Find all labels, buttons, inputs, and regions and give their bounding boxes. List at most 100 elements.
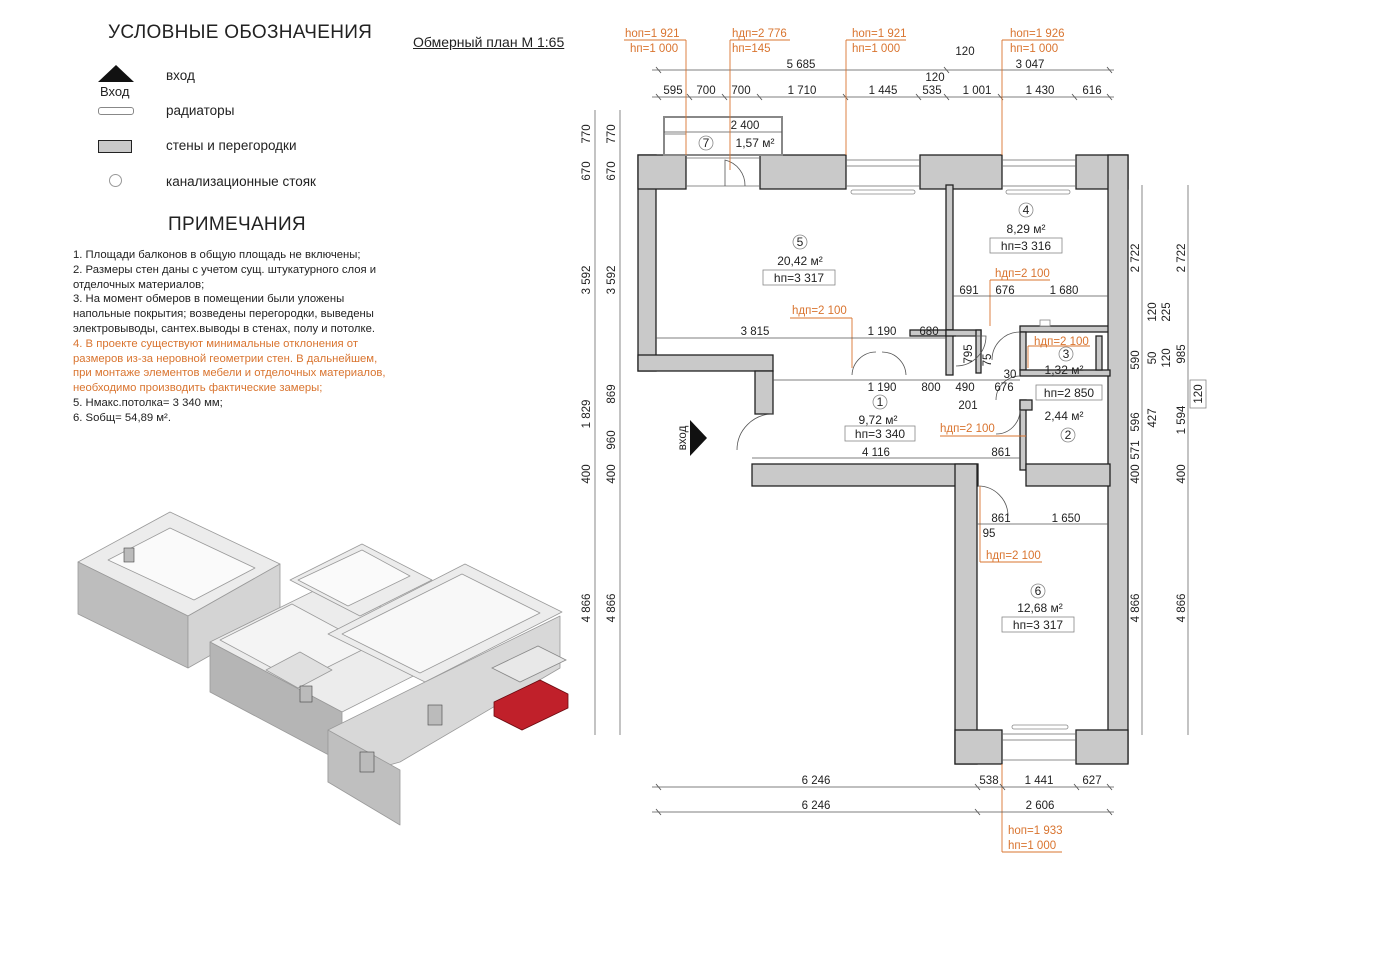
dim-r-50: 50: [1147, 352, 1159, 365]
callout-1-b: hп=1 000: [630, 43, 678, 55]
radiators: [850, 189, 1071, 730]
legend-label-entry: вход: [166, 68, 195, 83]
room-labels: 5 20,42 м² hп=3 317 4 8,29 м² hп=3 316 1…: [698, 135, 1103, 633]
callout-3-b: hп=1 000: [852, 43, 900, 55]
dim-l-3592a: 3 592: [581, 266, 593, 295]
dim-i-4116: 4 116: [862, 447, 890, 459]
room-1-area: 9,72 м²: [859, 413, 898, 427]
dim-r-120b: 120: [1161, 348, 1173, 367]
bottom-dimensions: 6 246 538 1 441 627 6 246 2 606: [652, 775, 1114, 816]
notes-list: 1. Площади балконов в общую площадь не в…: [73, 248, 398, 426]
dim-r-225: 225: [1161, 302, 1173, 321]
dim-r-120a: 120: [1147, 302, 1159, 321]
door-h-bath: hдп=2 100: [940, 423, 995, 435]
wall-legend-icon: [98, 140, 132, 153]
room-1-number: 1: [877, 395, 884, 409]
dim-top2-4: 1 445: [869, 85, 898, 97]
dim-l-960: 960: [606, 430, 618, 449]
dim-top2-0: 595: [663, 85, 682, 97]
riser-icon: [1039, 319, 1051, 327]
dim-top-extra: 120: [955, 46, 974, 58]
dim-l-4866a: 4 866: [581, 594, 593, 623]
dim-i-676a: 676: [995, 285, 1014, 297]
legend-label-riser: канализационные стояк: [166, 174, 316, 189]
room-4-area: 8,29 м²: [1007, 222, 1046, 236]
room-5-number: 5: [797, 235, 804, 249]
dim-i-795: 795: [963, 344, 975, 363]
note-3: 3. На момент обмеров в помещении были ул…: [73, 293, 375, 335]
dim-top2-2: 700: [731, 85, 750, 97]
balcony-3d: [491, 645, 569, 731]
callout-2-b: hп=145: [732, 43, 771, 55]
dim-top2-5: 535: [922, 85, 941, 97]
legend-label-radiator: радиаторы: [166, 103, 235, 118]
notes-title: ПРИМЕЧАНИЯ: [168, 214, 306, 235]
callout-2-a: hдп=2 776: [732, 28, 787, 40]
dim-i-691: 691: [959, 285, 978, 297]
entry-legend-icon: [98, 65, 134, 82]
room-1-height: hп=3 340: [855, 427, 906, 441]
dim-i-1190b: 1 190: [868, 382, 897, 394]
doors: [724, 159, 1021, 517]
dim-top2-6: 1 001: [963, 85, 992, 97]
door-h-bedroom: hдп=2 100: [995, 268, 1050, 280]
dim-r-120c: 120: [1193, 384, 1205, 403]
dim-l-400b: 400: [606, 464, 618, 483]
callout-4-b: hп=1 000: [1010, 43, 1058, 55]
dim-i-1650: 1 650: [1052, 513, 1081, 525]
dim-b1-3: 627: [1082, 775, 1101, 787]
room-6-height: hп=3 317: [1013, 618, 1064, 632]
room-6-area: 12,68 м²: [1017, 601, 1063, 615]
room-4-number: 4: [1023, 203, 1030, 217]
dim-r-2722a: 2 722: [1130, 244, 1142, 273]
top-dimensions: 5 685 120 3 047 120 595 700 700 1 710 1 …: [652, 46, 1114, 133]
dim-l-1829: 1 829: [581, 400, 593, 429]
plan-title: Обмерный план М 1:65: [413, 34, 565, 50]
room-5-height: hп=3 317: [774, 271, 825, 285]
dim-b2-1: 2 606: [1026, 800, 1055, 812]
dim-l-869: 869: [606, 384, 618, 403]
room-2-number: 2: [1065, 428, 1072, 442]
door-h-room6: hдп=2 100: [986, 550, 1041, 562]
dim-r-596: 596: [1130, 412, 1142, 431]
dim-top1-2: 3 047: [1016, 59, 1045, 71]
dim-top1-1: 120: [925, 72, 944, 84]
dim-i-680: 680: [919, 326, 938, 338]
dim-b1-1: 538: [979, 775, 998, 787]
room-3-area: 1,32 м²: [1045, 363, 1084, 377]
callout-5-a: hоп=1 933: [1008, 825, 1063, 837]
entry-legend-mark: Вход: [100, 84, 130, 99]
dim-b1-0: 6 246: [802, 775, 831, 787]
dim-r-590: 590: [1130, 350, 1142, 369]
dim-r-1594: 1 594: [1176, 405, 1188, 434]
dim-top1-0: 5 685: [787, 59, 816, 71]
entry-label: вход: [677, 425, 689, 450]
dim-r-400a: 400: [1130, 464, 1142, 483]
dim-i-30: 30: [1004, 369, 1017, 381]
balcony-7: [663, 116, 783, 156]
radiator-legend-icon: [98, 107, 134, 115]
left-dimensions: 770 670 3 592 1 829 400 4 866 770 670 3 …: [581, 110, 621, 735]
room-5-area: 20,42 м²: [777, 254, 823, 268]
walls: [637, 154, 1129, 765]
dim-i-95: 95: [983, 528, 996, 540]
dim-l-770a: 770: [581, 124, 593, 143]
riser-legend-icon: [109, 174, 122, 187]
dim-r-571: 571: [1130, 440, 1142, 459]
door-h-living: hдп=2 100: [792, 305, 847, 317]
room-3-number: 3: [1063, 347, 1070, 361]
dim-r-2722b: 2 722: [1176, 244, 1188, 273]
note-4: 4. В проекте существуют минимальные откл…: [73, 337, 386, 395]
callout-1-a: hоп=1 921: [625, 28, 680, 40]
dim-l-770b: 770: [606, 124, 618, 143]
dim-b1-2: 1 441: [1025, 775, 1054, 787]
legend-label-walls: стены и перегородки: [166, 138, 297, 153]
note-2: 2. Размеры стен даны с учетом сущ. штука…: [73, 263, 377, 291]
dim-i-676b: 676: [994, 382, 1013, 394]
dim-balcony: 2 400: [731, 120, 760, 132]
note-6: 6. Sобщ= 54,89 м².: [73, 411, 171, 424]
dim-r-4866a: 4 866: [1130, 594, 1142, 623]
room-4-height: hп=3 316: [1001, 239, 1052, 253]
